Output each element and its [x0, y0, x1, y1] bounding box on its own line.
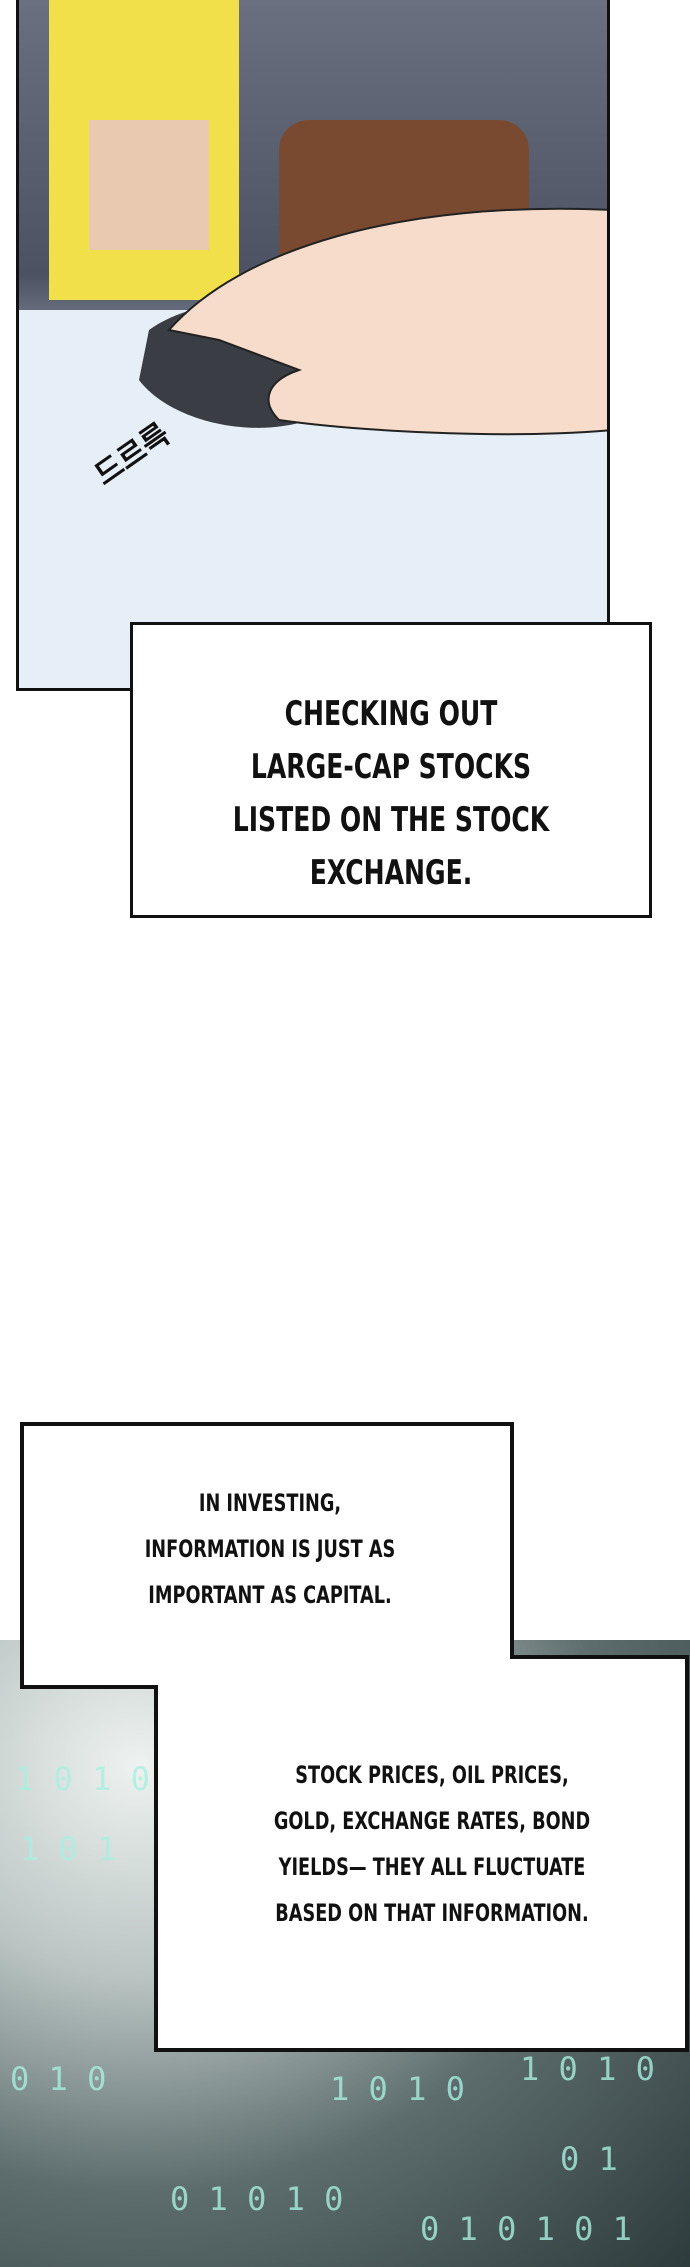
binary-digits-decoration: 1 0 1 — [20, 1830, 117, 1868]
binary-digits-decoration: 0 1 — [560, 2140, 618, 2178]
caption-line: IN INVESTING, — [198, 1489, 342, 1517]
binary-digits-decoration: 1 0 1 0 — [330, 2070, 465, 2108]
caption-line: LISTED ON THE STOCK — [232, 800, 550, 840]
caption-line: IMPORTANT AS CAPITAL. — [148, 1581, 392, 1609]
caption-box: CHECKING OUT LARGE-CAP STOCKS LISTED ON … — [130, 622, 652, 918]
caption-text-bottom: STOCK PRICES, OIL PRICES, GOLD, EXCHANGE… — [252, 1752, 613, 1936]
caption-text-top: IN INVESTING, INFORMATION IS JUST AS IMP… — [90, 1480, 451, 1618]
caption-line: LARGE-CAP STOCKS — [250, 747, 532, 787]
binary-digits-decoration: 1 0 1 0 — [15, 1760, 150, 1798]
binary-digits-decoration: 1 0 1 0 — [520, 2050, 655, 2088]
caption-line: STOCK PRICES, OIL PRICES, — [295, 1761, 569, 1789]
caption-line: YIELDS— THEY ALL FLUCTUATE — [278, 1853, 586, 1881]
binary-digits-decoration: 0 1 0 — [10, 2060, 107, 2098]
caption-line: BASED ON THAT INFORMATION. — [275, 1899, 589, 1927]
caption-line: GOLD, EXCHANGE RATES, BOND — [273, 1807, 591, 1835]
caption-line: INFORMATION IS JUST AS — [144, 1535, 396, 1563]
caption-line: CHECKING OUT — [284, 694, 498, 734]
caption-text: CHECKING OUT LARGE-CAP STOCKS LISTED ON … — [179, 688, 602, 900]
cup-label — [89, 120, 209, 250]
binary-digits-decoration: 0 1 0 1 0 — [170, 2180, 344, 2218]
binary-digits-decoration: 0 1 0 1 0 1 — [420, 2210, 632, 2248]
hand — [167, 207, 607, 436]
caption-line: EXCHANGE. — [309, 853, 473, 893]
